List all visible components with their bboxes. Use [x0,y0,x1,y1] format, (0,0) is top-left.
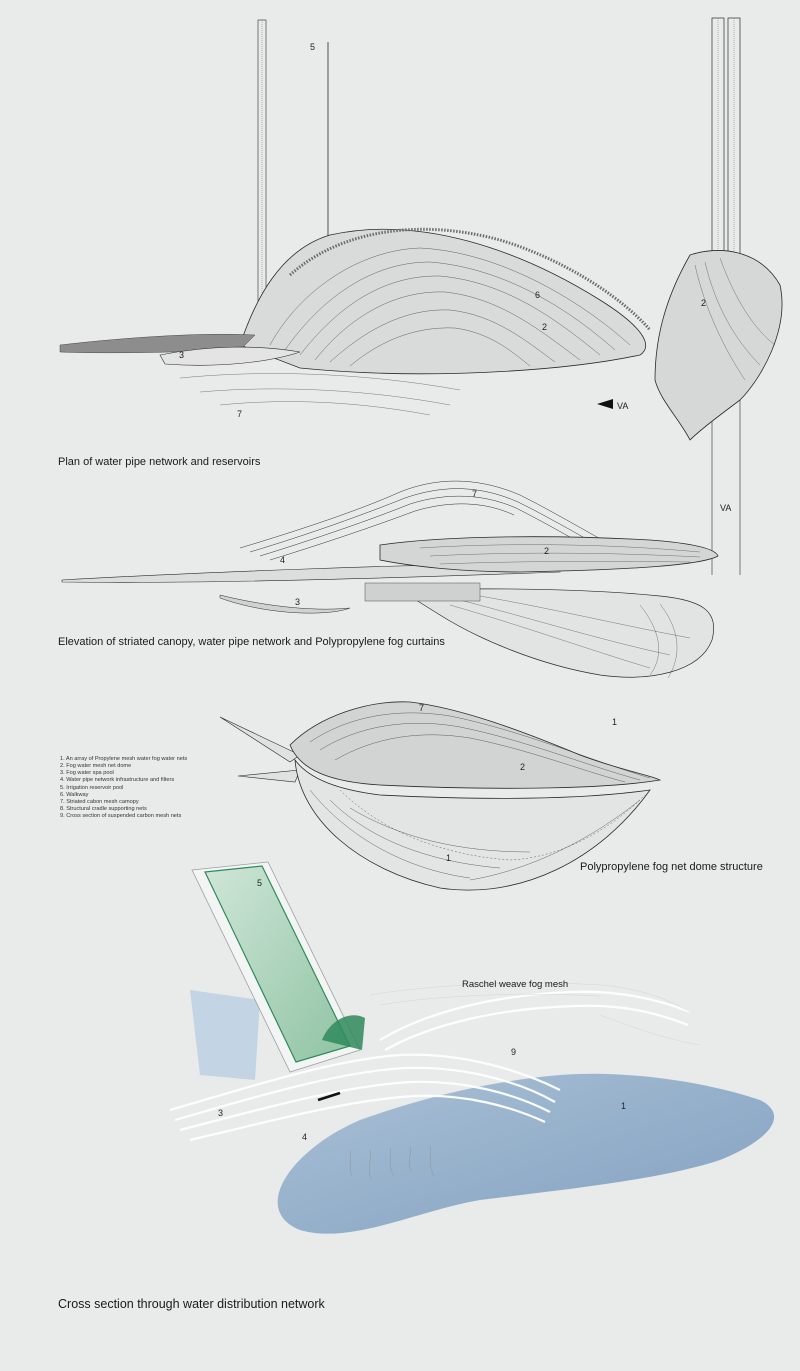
legend-item: 7. Striated cabon mesh camopy [60,798,139,805]
elevation-label-2: 2 [544,546,550,556]
plan-label-7: 7 [237,409,243,419]
dome-label-7: 7 [419,703,425,713]
legend-item: 3. Fog water spa pool [60,770,114,777]
legend-item: 8. Structural cradle supporting nets [60,806,147,813]
legend-item: 9. Cross section of suspended carbon mes… [60,813,182,820]
legend-item: 2. Fog water mesh net dome [60,763,132,770]
section-label-1: 1 [621,1101,627,1111]
cross-section-caption: Cross section through water distribution… [58,1297,325,1311]
legend-item: 6. Walkway [60,791,89,798]
dome-label-1: 1 [446,853,452,863]
dome-drawing [219,701,662,891]
plan-label-3: 3 [179,350,185,360]
dome-caption: Polypropylene fog net dome structure [580,861,763,873]
elevation-label-3: 3 [295,597,301,607]
elevation-label-4: 4 [280,555,286,565]
plan-label-2: 2 [542,322,548,332]
plan-label-5: 5 [310,42,316,52]
mesh-label: Raschel weave fog mesh [462,979,569,990]
section-label-3: 3 [218,1108,224,1118]
legend-item: 1. An array of Propylene mesh water fog … [60,756,188,762]
legend-list: 1. An array of Propylene mesh water fog … [60,756,210,820]
section-label-9: 9 [511,1047,517,1057]
legend-item: 5. Irrigation reservoir pool [60,784,124,791]
elevation-drawing [61,480,719,679]
section-label-5: 5 [257,878,263,888]
dome-label-1-top: 1 [612,717,618,727]
elevation-view-marker: VA [720,503,732,513]
elevation-label-7: 7 [472,489,478,499]
plan-caption: Plan of water pipe network and reservoir… [58,456,261,468]
plan-label-6: 6 [535,290,541,300]
plan-side-label-2: 2 [701,298,707,308]
plan-drawing [59,17,783,575]
section-label-4: 4 [302,1132,308,1142]
elevation-caption: Elevation of striated canopy, water pipe… [58,636,445,648]
dome-label-2: 2 [520,762,526,772]
plan-view-marker: VA [617,401,629,411]
cross-section-drawing [169,861,775,1234]
legend-item: 4. Water pipe network infrastructure and… [60,777,175,784]
